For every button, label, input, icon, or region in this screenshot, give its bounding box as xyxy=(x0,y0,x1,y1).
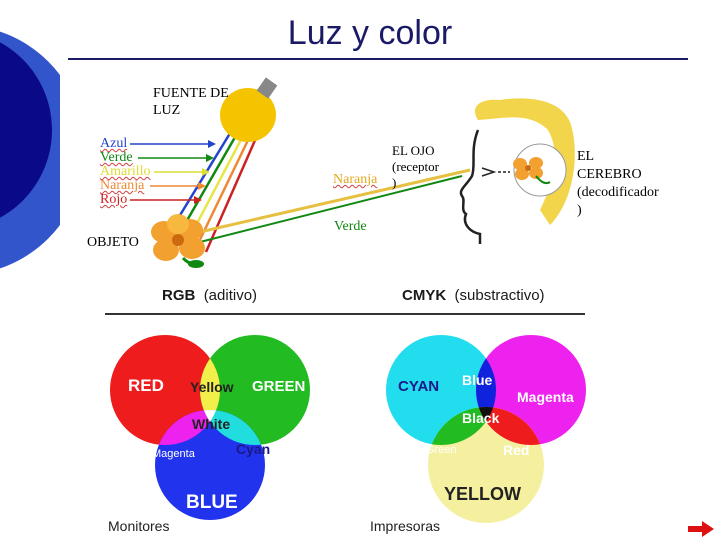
eye-label: EL OJO (receptor ) xyxy=(392,143,439,190)
object-label: OBJETO xyxy=(87,235,139,250)
color-label-orange: Naranja xyxy=(100,178,145,193)
light-perception-diagram xyxy=(130,77,575,268)
reflected-color-label: Naranja xyxy=(333,172,378,187)
cmyk-venn-diagram xyxy=(386,335,586,523)
rgb-cyan-label: Cyan xyxy=(236,441,271,457)
brain-label: EL CEREBRO (decodificador ) xyxy=(577,149,659,218)
rgb-white-label: White xyxy=(192,416,231,432)
cmyk-header: CMYK (substractivo) xyxy=(402,287,545,304)
title-divider xyxy=(68,58,688,60)
cmyk-blue-label: Blue xyxy=(462,372,493,388)
light-source-label: FUENTE DE LUZ xyxy=(153,86,229,118)
decorative-side-shape xyxy=(0,31,60,269)
color-label-red: Rojo xyxy=(100,192,128,207)
rgb-yellow-label: Yellow xyxy=(190,379,234,395)
reflected-green-ray xyxy=(199,175,463,243)
cmyk-header-subtitle: (substractivo) xyxy=(454,287,545,304)
rgb-green-label: GREEN xyxy=(252,378,306,395)
color-list-arrows xyxy=(130,140,216,204)
color-label-blue: Azul xyxy=(100,136,128,151)
rgb-header-title: RGB xyxy=(162,287,196,304)
cmyk-magenta-label: Magenta xyxy=(517,389,574,405)
color-label-yellow: Amarillo xyxy=(100,164,151,179)
reflected-green-label: Verde xyxy=(334,219,367,234)
cmyk-yellow-label: YELLOW xyxy=(444,484,521,504)
rgb-header-subtitle: (aditivo) xyxy=(203,287,258,304)
light-bulb-icon xyxy=(220,77,278,142)
rgb-venn-diagram xyxy=(110,335,310,520)
head-icon xyxy=(459,98,575,244)
flower-icon xyxy=(151,214,205,268)
cmyk-header-title: CMYK xyxy=(402,287,447,304)
next-arrow-icon[interactable] xyxy=(686,520,716,538)
rgb-header: RGB (aditivo) xyxy=(162,287,257,304)
cmyk-black-label: Black xyxy=(462,410,500,426)
cmyk-cyan-label: CYAN xyxy=(398,378,440,395)
cmyk-caption: Impresoras xyxy=(370,518,441,534)
rgb-blue-label: BLUE xyxy=(186,492,238,513)
reflected-orange-ray xyxy=(199,168,471,234)
cmyk-red-label: Red xyxy=(503,442,530,458)
rgb-red-label: RED xyxy=(128,376,164,395)
rgb-magenta-label: Magenta xyxy=(152,448,195,460)
cmyk-green-label: Green xyxy=(426,444,457,456)
color-label-green: Verde xyxy=(100,150,133,165)
rgb-caption: Monitores xyxy=(108,518,170,534)
page-title: Luz y color xyxy=(287,14,453,52)
section-divider xyxy=(105,313,585,315)
